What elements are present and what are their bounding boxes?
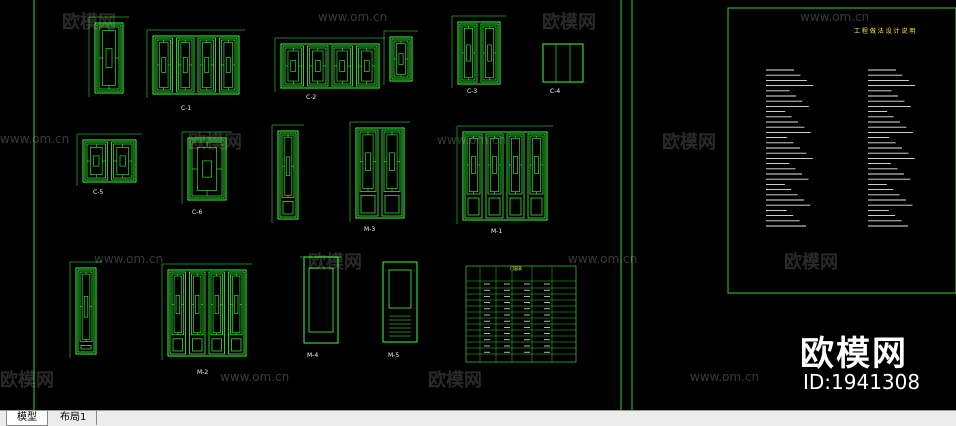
watermark-logo: 欧模网 [542,12,596,33]
label-c5: C-5 [93,189,103,196]
door-side-panel [271,124,304,223]
window-door-elevations [69,15,584,360]
watermark-logo: 欧模网 [428,370,482,391]
window-c2 [274,37,385,92]
watermark-logo: 欧模网 [62,12,116,33]
watermark-logo: 欧模网 [188,132,242,153]
watermark-url: www.om.cn [94,252,164,266]
door-side-panel-2 [69,261,102,358]
watermark-logo: 欧模网 [784,252,838,273]
door-m1 [456,125,553,224]
door-m5 [382,261,418,343]
label-m5: M-5 [388,352,399,359]
watermark-url: www.om.cn [437,133,507,147]
window-c8 [383,30,418,85]
window-c7 [88,16,129,97]
window-c5 [76,133,142,186]
label-m4: M-4 [307,352,318,359]
tab-layout1[interactable]: 布局1 [50,411,98,425]
label-c3: C-3 [467,88,477,95]
label-m2: M-2 [197,369,208,376]
notes-frame [727,7,956,294]
door-m2 [161,263,252,360]
watermark-logo: 欧模网 [0,370,54,391]
watermark-url: www.om.cn [800,10,870,24]
window-c4 [542,43,584,83]
watermark-logo: 欧模网 [308,252,362,273]
layout-tab-bar: 模型 布局1 [0,410,956,426]
watermark-logo: 欧模网 [662,132,716,153]
model-space-canvas[interactable]: C-1 C-2 C-3 C-4 C-5 C-6 M-3 M-1 M-2 M-4 … [0,0,956,410]
door-window-schedule [465,265,577,363]
door-m4 [300,256,342,344]
window-c6 [181,131,232,204]
label-c4: C-4 [550,88,560,95]
watermark-url: www.om.cn [0,132,70,146]
door-m3 [349,121,410,222]
watermark-url: www.om.cn [220,370,290,384]
brand-watermark: 欧模网 [800,334,908,374]
label-m3: M-3 [364,226,375,233]
tab-model[interactable]: 模型 [6,411,48,426]
notes-title: 工 程 做 法 设 计 说 明 [854,27,915,35]
label-c2: C-2 [306,94,316,101]
label-m1: M-1 [491,228,502,235]
watermark-url: www.om.cn [690,370,760,384]
window-c1 [146,29,245,98]
model-id-label: ID:1941308 [803,370,921,394]
label-c6: C-6 [192,209,202,216]
label-c1: C-1 [181,105,191,112]
table-title: 门窗表 [510,265,522,271]
design-notes-text [766,69,916,227]
window-c3 [451,15,506,88]
cad-drawing: C-1 C-2 C-3 C-4 C-5 C-6 M-3 M-1 M-2 M-4 … [33,0,956,410]
watermark-url: www.om.cn [318,10,388,24]
watermark-url: www.om.cn [568,252,638,266]
